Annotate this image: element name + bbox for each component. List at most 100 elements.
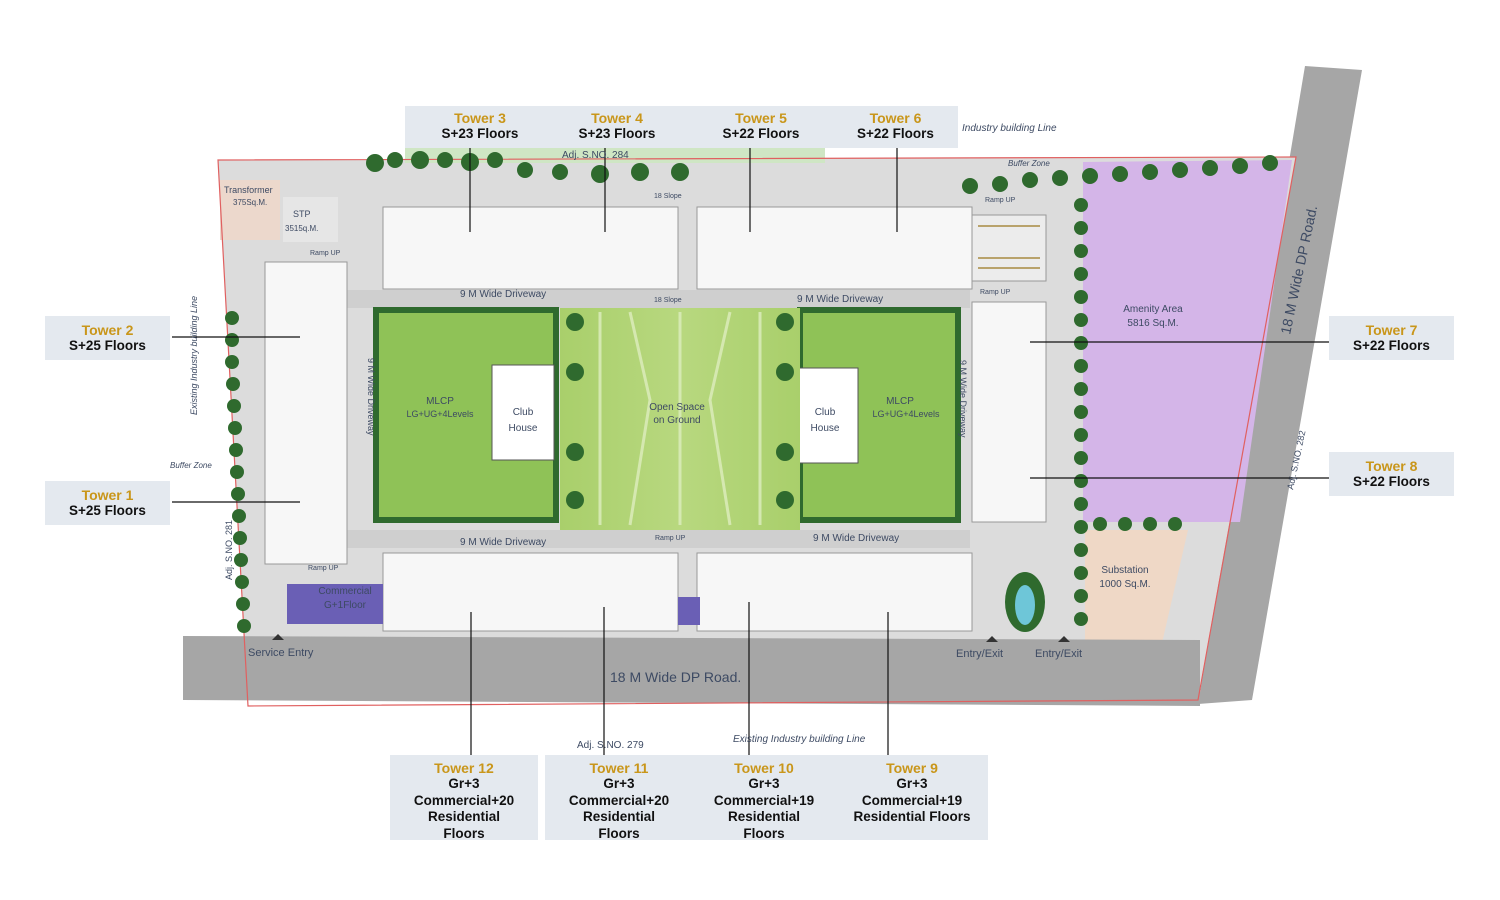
tower-9-floors: Gr+3 Commercial+19 Residential Floors (853, 776, 971, 824)
tower-12-callout: Tower 12 Gr+3 Commercial+20 Residential … (390, 755, 538, 841)
mlcp-left-label: MLCP (426, 396, 454, 407)
amenity-area-label: 5816 Sq.M. (1127, 318, 1178, 329)
driveway-left-vertical-label: 9 M Wide Driveway (366, 358, 376, 436)
service-entry-label: Service Entry (248, 647, 314, 659)
tower-6-name: Tower 6 (869, 110, 922, 126)
tower-2-name: Tower 2 (81, 322, 134, 338)
substation-area-label: 1000 Sq.M. (1099, 579, 1150, 590)
adj-281-label: Adj. S.NO. 281 (224, 520, 234, 580)
open-space-pattern (598, 311, 762, 526)
tower-4-name: Tower 4 (591, 110, 643, 126)
ramp-up-label-top-right: Ramp UP (985, 197, 1016, 204)
tower-6-callout: Tower 6 S+22 Floors (833, 106, 958, 148)
house-left-label: House (509, 423, 538, 434)
tower-2-callout: Tower 2 S+25 Floors (45, 316, 170, 360)
ramp-up-label-left: Ramp UP (310, 250, 341, 257)
stp-area-label: 3515q.M. (285, 224, 318, 233)
tower-3-callout: Tower 3 S+23 Floors (405, 106, 555, 148)
entry-exit-label-1: Entry/Exit (956, 648, 1003, 660)
tower-3-floors: S+23 Floors (441, 126, 519, 141)
tower-2-floors: S+25 Floors (69, 338, 146, 353)
tower-7-callout: Tower 7 S+22 Floors (1329, 316, 1454, 360)
tower-4-callout: Tower 4 S+23 Floors (542, 106, 692, 148)
amenity-label: Amenity Area (1123, 304, 1183, 315)
on-ground-label: on Ground (653, 415, 700, 426)
existing-industry-left-label: Existing Industry building Line (189, 296, 199, 415)
commercial-block-small (678, 597, 700, 625)
open-space-label: Open Space (649, 402, 705, 413)
bottom-road-label: 18 M Wide DP Road. (610, 669, 741, 685)
top-driveway (345, 290, 970, 308)
tower-3-name: Tower 3 (454, 110, 506, 126)
club-house-right (797, 367, 859, 464)
tower-11-callout: Tower 11 Gr+3 Commercial+20 Residential … (545, 755, 693, 841)
tower-8-callout: Tower 8 S+22 Floors (1329, 452, 1454, 496)
driveway-bottom-left-label: 9 M Wide Driveway (460, 537, 546, 548)
tower-5-6-block (696, 206, 973, 290)
slope-label-mid: 18 Slope (654, 297, 682, 304)
entry-exit-label-2: Entry/Exit (1035, 648, 1082, 660)
buffer-zone-top-label: Buffer Zone (1008, 159, 1050, 168)
tower-5-name: Tower 5 (735, 110, 787, 126)
tower-9-10-block (696, 552, 973, 632)
stp-label: STP (293, 209, 311, 219)
tower-7-8-block (971, 301, 1047, 523)
substation-label: Substation (1101, 565, 1148, 576)
tower-5-callout: Tower 5 S+22 Floors (686, 106, 836, 148)
buffer-zone-left-label: Buffer Zone (170, 461, 212, 470)
tower-5-floors: S+22 Floors (722, 126, 800, 141)
transformer-area (220, 180, 280, 240)
adj-279-label: Adj. S.NO. 279 (577, 740, 644, 751)
mlcp-right-label: MLCP (886, 396, 914, 407)
tower-3-4-block (382, 206, 679, 290)
tower-9-callout: Tower 9 Gr+3 Commercial+19 Residential F… (836, 755, 988, 840)
tower-8-name: Tower 8 (1365, 458, 1418, 474)
bottom-dp-road (183, 636, 1200, 706)
tower-11-floors: Gr+3 Commercial+20 Residential Floors (568, 776, 670, 841)
club-house-left (491, 364, 555, 461)
tower-7-floors: S+22 Floors (1353, 338, 1430, 353)
tower-10-floors: Gr+3 Commercial+19 Residential Floors (713, 776, 815, 841)
right-dp-road (1198, 66, 1362, 704)
tower-10-callout: Tower 10 Gr+3 Commercial+19 Residential … (690, 755, 838, 841)
club-left-label: Club (513, 407, 534, 418)
house-right-label: House (811, 423, 840, 434)
tower-1-name: Tower 1 (81, 487, 134, 503)
industry-line-top-label: Industry building Line (962, 123, 1057, 134)
tower-6-floors: S+22 Floors (857, 126, 934, 141)
tower-11-name: Tower 11 (589, 760, 649, 776)
slope-label-top: 18 Slope (654, 193, 682, 200)
tower-1-callout: Tower 1 S+25 Floors (45, 481, 170, 525)
ramp-up-label-right: Ramp UP (980, 289, 1011, 296)
site-boundary (217, 156, 1297, 707)
tower-1-2-block (264, 261, 348, 565)
fountain-water (1015, 585, 1035, 625)
substation-area (1085, 530, 1188, 643)
mlcp-right-levels: LG+UG+4Levels (872, 409, 940, 419)
ramp-up-label-bottom-left: Ramp UP (308, 565, 339, 572)
tower-8-floors: S+22 Floors (1353, 474, 1430, 489)
driveway-top-left-label: 9 M Wide Driveway (460, 289, 546, 300)
amenity-area (1083, 160, 1292, 522)
tower-12-name: Tower 12 (434, 760, 494, 776)
transformer-label: Transformer (224, 185, 273, 195)
tower-4-floors: S+23 Floors (578, 126, 656, 141)
parking-grid (971, 214, 1047, 282)
commercial-block (287, 584, 383, 624)
driveway-right-vertical-label: 9 M Wide Driveway (958, 360, 968, 438)
commercial-floor-label: G+1Floor (324, 600, 367, 611)
bottom-driveway (345, 530, 970, 548)
leader-lines (172, 148, 1330, 755)
stp-area (283, 197, 338, 242)
mlcp-left (373, 307, 559, 523)
ramp-up-label-bottom: Ramp UP (655, 535, 686, 542)
existing-industry-bottom-label: Existing Industry building Line (733, 734, 866, 745)
commercial-label: Commercial (318, 586, 371, 597)
tower-11-12-block (382, 552, 679, 632)
tower-7-name: Tower 7 (1365, 322, 1418, 338)
tower-9-name: Tower 9 (886, 760, 938, 776)
entry-markers (272, 634, 1070, 642)
tower-1-floors: S+25 Floors (69, 503, 146, 518)
tower-10-name: Tower 10 (734, 760, 794, 776)
driveway-bottom-right-label: 9 M Wide Driveway (813, 533, 899, 544)
